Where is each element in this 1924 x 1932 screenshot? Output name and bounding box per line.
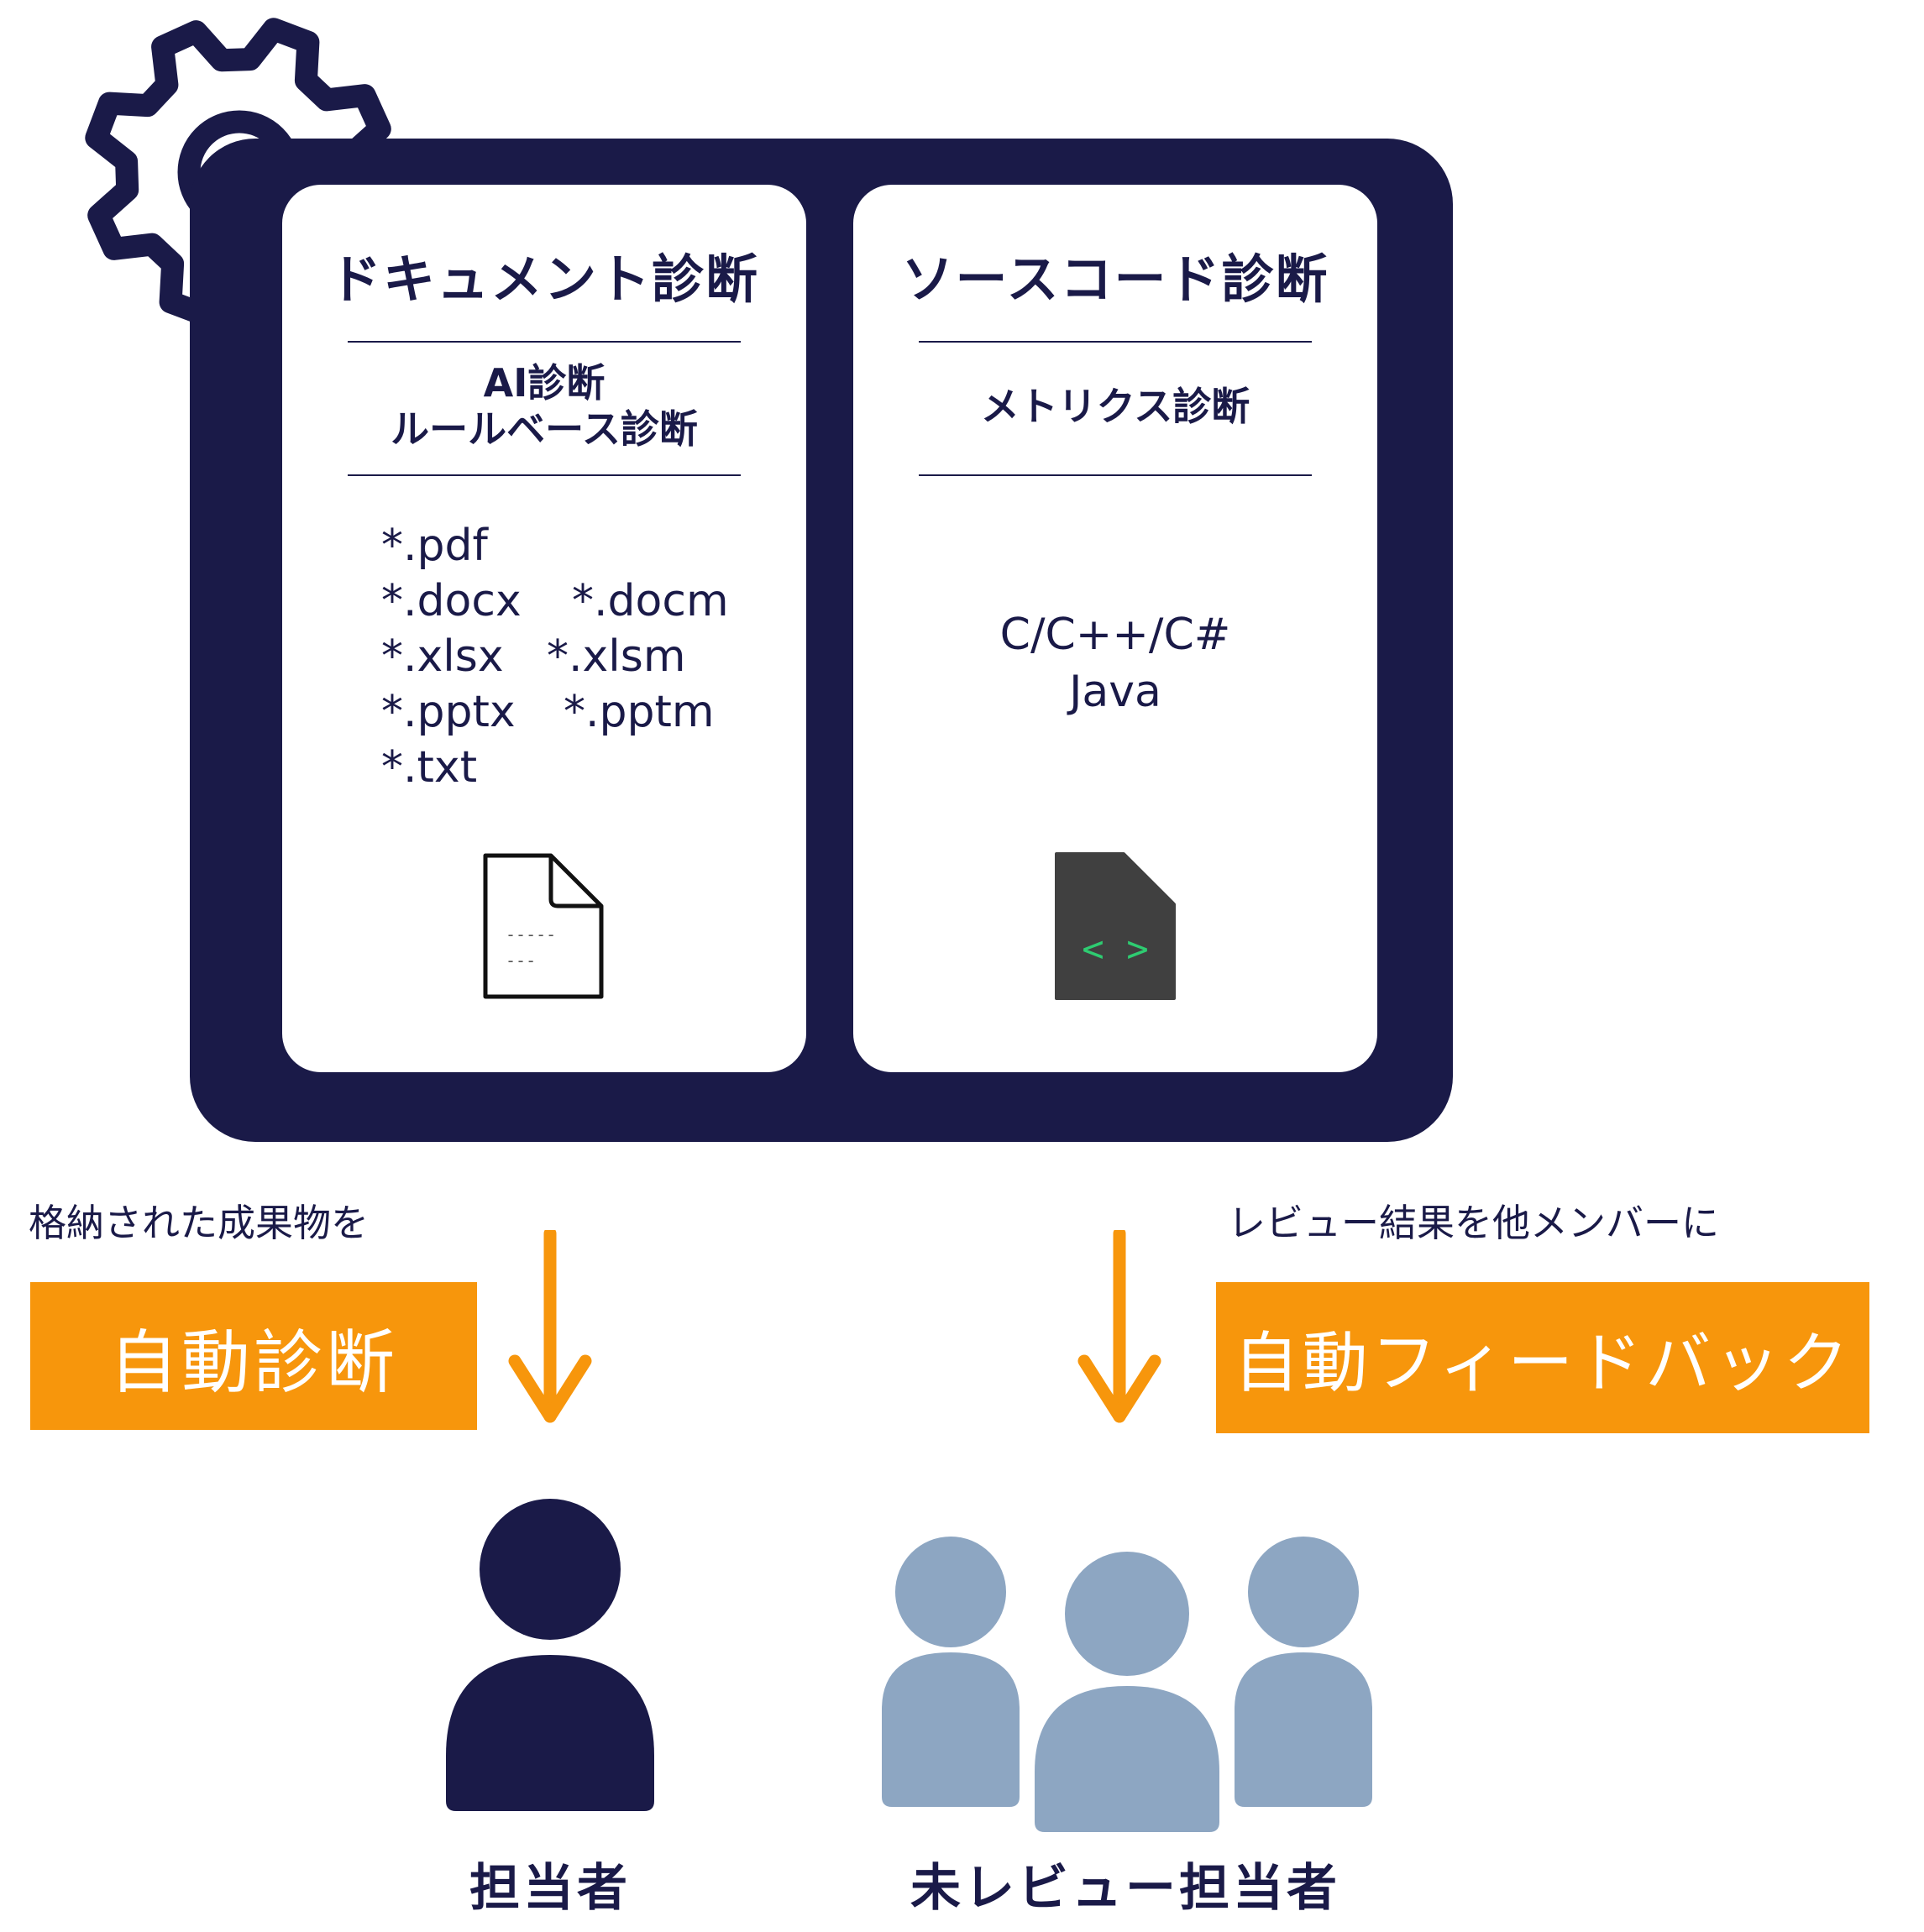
extension-label: *.pptx	[381, 687, 516, 737]
document-diagnosis-card: ドキュメント診断 AI診断 ルールベース診断 *.pdf *.docx *.do…	[282, 185, 806, 1072]
file-line: -----	[506, 924, 556, 945]
method-label: ルールベース診断	[391, 406, 698, 452]
code-file-icon: < >	[1055, 852, 1176, 1000]
right-caption: レビュー結果を他メンバーに	[1228, 1201, 1720, 1245]
arrow-down-icon	[1077, 1230, 1161, 1423]
extension-label: *.docm	[572, 576, 729, 626]
left-caption: 格納された成果物を	[29, 1201, 370, 1245]
assignee-label: 担当者	[469, 1859, 631, 1918]
auto-diagnosis-label: 自動診断	[30, 1282, 477, 1430]
language-label: C/C++/C#	[999, 610, 1231, 660]
divider	[919, 341, 1312, 343]
unreviewed-assignee-label: 未レビュー担当者	[910, 1859, 1340, 1918]
divider	[919, 474, 1312, 476]
extension-label: *.xlsx	[381, 631, 504, 682]
extension-label: *.xlsm	[547, 631, 686, 682]
code-glyph: < >	[1082, 928, 1148, 971]
arrow-down-icon	[508, 1230, 592, 1423]
extension-label: *.pdf	[381, 521, 488, 571]
extension-label: *.txt	[381, 742, 478, 793]
auto-diagnosis-text: 自動診断	[108, 1322, 398, 1403]
language-label: Java	[1069, 667, 1161, 717]
auto-feedback-text: 自動フィードバック	[1233, 1326, 1853, 1401]
group-icon	[882, 1537, 1372, 1832]
method-label: AI診断	[483, 360, 606, 406]
divider	[348, 474, 741, 476]
source-code-diagnosis-card: ソースコード診断 メトリクス診断 C/C++/C# Java < >	[853, 185, 1377, 1072]
file-line: ---	[506, 950, 536, 971]
card-title: ソースコード診断	[901, 249, 1329, 310]
extension-label: *.docx	[381, 576, 522, 626]
document-file-icon: ----- ---	[483, 853, 604, 999]
divider	[348, 341, 741, 343]
person-icon	[446, 1499, 654, 1811]
method-label: メトリクス診断	[980, 384, 1250, 429]
auto-feedback-label: 自動フィードバック	[1216, 1282, 1869, 1433]
card-title: ドキュメント診断	[328, 249, 759, 310]
extension-label: *.pptm	[564, 687, 715, 737]
